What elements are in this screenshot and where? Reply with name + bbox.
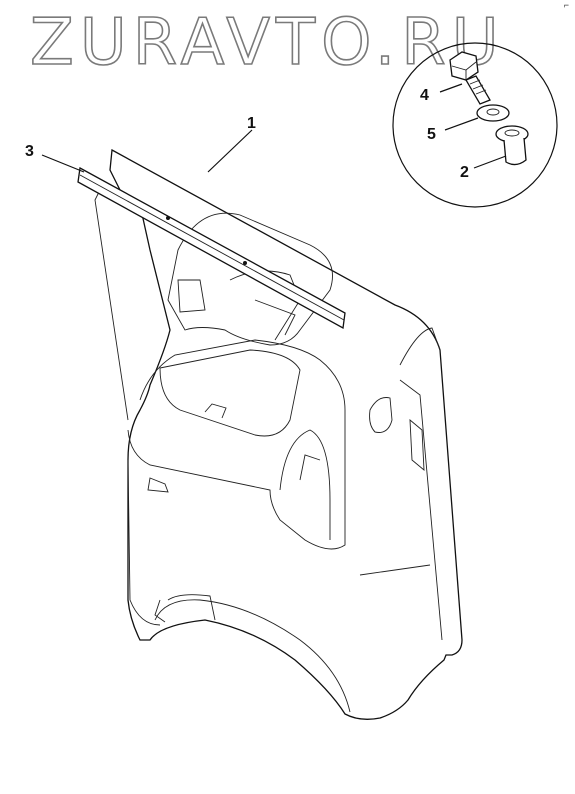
spacer-nut (495, 125, 529, 166)
detail-circle (392, 42, 558, 208)
callout-4: 4 (420, 87, 429, 104)
fastener-detail (392, 42, 558, 208)
bolt (449, 51, 491, 105)
leader-3 (41, 154, 85, 173)
callout-3: 3 (25, 143, 34, 160)
strip-hole (166, 216, 170, 220)
leader-5 (444, 117, 479, 131)
leader-1 (207, 129, 253, 173)
leader-2 (473, 155, 507, 169)
washer (476, 104, 510, 122)
callout-1: 1 (247, 115, 256, 132)
trim-strip (77, 166, 346, 330)
callout-5: 5 (427, 126, 436, 143)
corner-mark: ⌐ (563, 0, 569, 10)
strip-hole (243, 261, 247, 265)
trim-panel (94, 148, 463, 720)
leader-lines (41, 83, 507, 173)
leader-4 (439, 83, 463, 93)
callout-2: 2 (460, 164, 469, 181)
